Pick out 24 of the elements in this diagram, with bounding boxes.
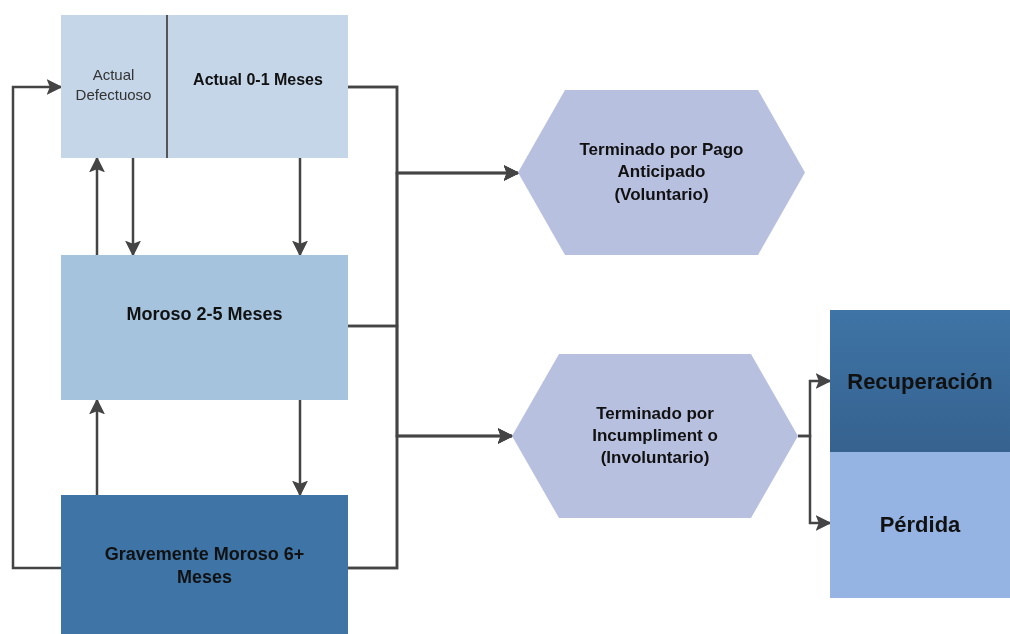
arrow	[292, 400, 308, 497]
node-label: Terminado por Pago Anticipado (Voluntario)	[578, 139, 745, 206]
arrow	[89, 398, 105, 495]
state-box	[168, 15, 348, 158]
node-label: Actual Defectuoso	[74, 65, 153, 104]
arrow	[348, 428, 514, 570]
state-box	[61, 255, 348, 400]
result-box	[830, 310, 1010, 452]
node-label: Recuperación	[847, 368, 993, 396]
node-label: Pérdida	[879, 510, 961, 539]
arrow	[11, 79, 63, 570]
result-box	[830, 452, 1010, 598]
node-label: Gravemente Moroso 6+ Meses	[103, 543, 306, 590]
state-box	[61, 15, 168, 158]
node-label: Moroso 2-5 Meses	[126, 303, 283, 326]
node-label: Terminado por Incumpliment o (Involuntario)	[591, 402, 719, 470]
arrow	[798, 434, 832, 531]
outcome-hexagon	[512, 354, 798, 518]
state-box	[61, 495, 348, 634]
node-label: Actual 0-1 Meses	[193, 70, 323, 90]
outcome-hexagon	[518, 90, 805, 255]
arrow	[125, 158, 141, 257]
arrow	[89, 156, 105, 255]
arrow	[292, 158, 308, 257]
